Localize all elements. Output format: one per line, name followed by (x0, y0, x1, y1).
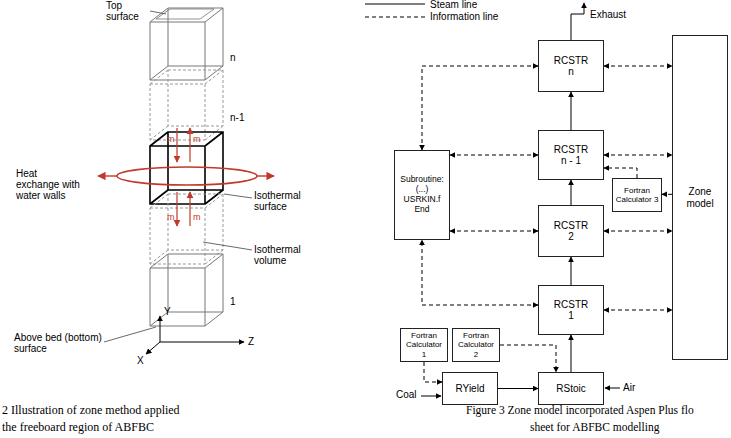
zone-box (150, 254, 223, 326)
information-line (450, 155, 538, 156)
box-label: Fortran Calculator 1 (403, 331, 445, 359)
exhaust-line (571, 3, 584, 40)
information-line (422, 240, 538, 305)
process-box: RCSTR n - 1 (538, 130, 604, 180)
annotation: Coal (396, 389, 417, 400)
process-box: Fortran Calculator 1 (400, 328, 448, 362)
steam-line (571, 335, 572, 372)
axis (160, 342, 244, 343)
information-line (450, 231, 538, 232)
box-label: RYield (456, 383, 485, 395)
process-box: RCSTR n (538, 40, 604, 92)
steam-line (571, 92, 572, 130)
process-box: Subroutine: (...) USRKIN.f End (394, 150, 450, 240)
box-label: RStoic (556, 383, 585, 395)
axis (160, 316, 161, 342)
box-label: Subroutine: (...) USRKIN.f End (397, 175, 447, 214)
information-line (662, 194, 672, 195)
legend-text: Steam line (430, 0, 477, 10)
leader-line (150, 11, 166, 14)
process-box: RCSTR 2 (538, 205, 604, 257)
annotation: Exhaust (590, 9, 626, 20)
annotation: X (137, 355, 144, 366)
information-line (424, 362, 442, 382)
annotation: m (193, 212, 201, 222)
figure-caption: Figure 3 Zone model incorporated Aspen P… (466, 404, 694, 417)
process-box: Fortran Calculator 2 (452, 328, 500, 362)
axis (146, 342, 160, 354)
information-line (422, 66, 538, 150)
information-line (604, 155, 672, 156)
feed-line (605, 388, 620, 389)
steam-line (571, 257, 572, 285)
annotation: Isothermal surface (254, 190, 318, 212)
annotation: n-1 (230, 112, 244, 123)
mass-flow-arrow (189, 192, 190, 226)
information-line (604, 310, 672, 311)
figure-caption: the freeboard region of ABFBC (2, 421, 154, 434)
information-line (604, 66, 672, 67)
box-label: RCSTR 2 (552, 220, 590, 243)
heat-exchange-loop (117, 167, 257, 185)
mass-flow-arrow (189, 128, 190, 162)
annotation: m (167, 212, 175, 222)
information-line (500, 345, 556, 372)
annotation: Top surface (106, 0, 148, 22)
steam-line (498, 388, 538, 389)
leader-line (104, 327, 156, 342)
process-box: RYield (442, 372, 498, 405)
mass-flow-arrow (176, 192, 177, 226)
mass-flow-arrow (176, 128, 177, 162)
annotation: Above bed (bottom) surface (14, 332, 106, 354)
feed-line (421, 396, 441, 397)
annotation: m (193, 134, 201, 144)
leader-line (224, 194, 252, 198)
annotation: Air (623, 382, 635, 393)
information-line (604, 168, 637, 178)
box-label: RCSTR n (552, 55, 590, 78)
box-label: Fortran Calculator 3 (615, 186, 659, 204)
legend-sample (365, 17, 425, 18)
annotation: 1 (230, 296, 236, 307)
annotation: Z (248, 336, 254, 347)
heat-arrow (98, 175, 117, 176)
process-box: Fortran Calculator 3 (612, 178, 662, 212)
annotation: Isothermal volume (254, 244, 318, 266)
steam-line (571, 180, 572, 205)
annotation: m (167, 134, 175, 144)
heat-arrow (257, 175, 274, 176)
zone-box (150, 8, 223, 80)
annotation: Y (164, 306, 171, 317)
process-box: RStoic (538, 372, 604, 405)
information-line (604, 231, 672, 232)
process-box: RCSTR 1 (538, 285, 604, 335)
leader-line (203, 242, 252, 250)
figure-caption: sheet for ABFBC modelling (530, 421, 659, 434)
box-label: Fortran Calculator 2 (455, 331, 497, 359)
legend-text: Information line (430, 11, 498, 22)
figure-caption: 2 Illustration of zone method applied (2, 404, 180, 417)
box-label: RCSTR 1 (552, 299, 590, 322)
annotation: n (230, 52, 236, 63)
annotation: Heat exchange with water walls (16, 168, 80, 202)
zone-box (150, 70, 223, 140)
box-label: Zone model (680, 186, 720, 209)
box-label: RCSTR n - 1 (552, 144, 590, 167)
legend-sample (365, 4, 425, 5)
process-box: Zone model (672, 35, 728, 360)
